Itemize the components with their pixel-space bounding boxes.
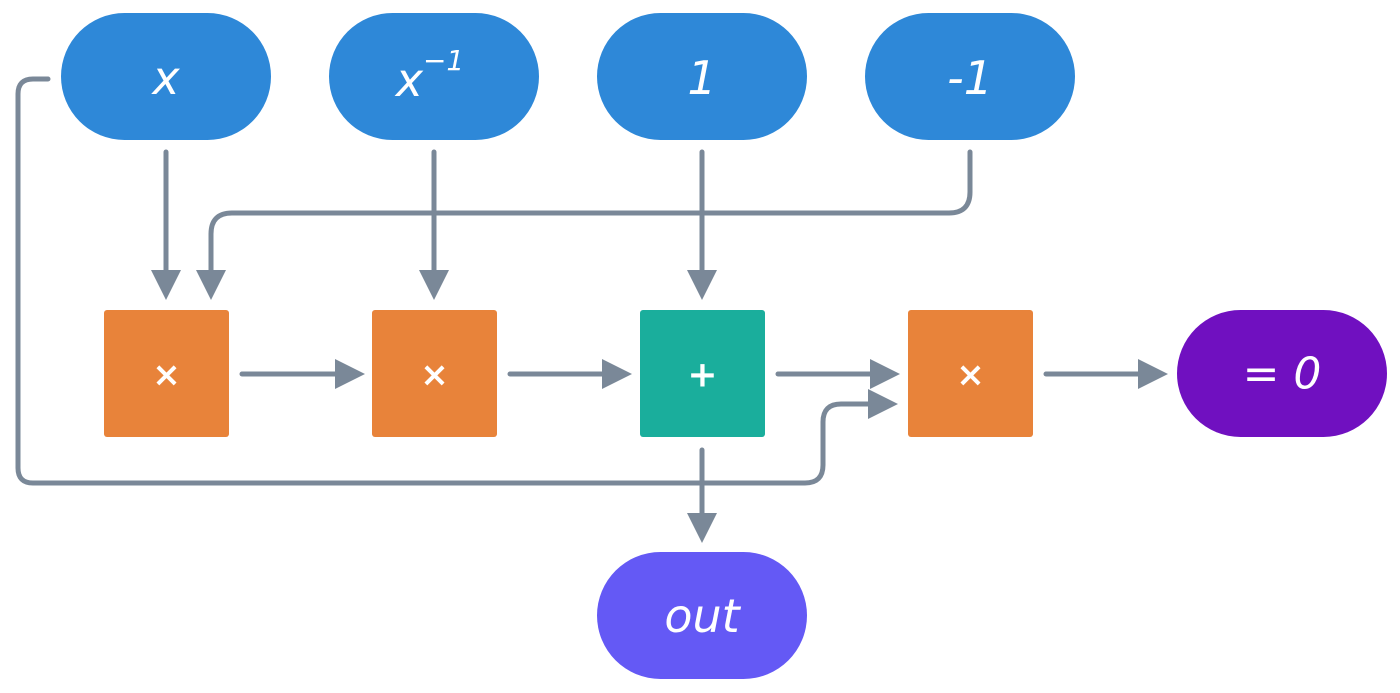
multiply-node-1: × bbox=[104, 310, 229, 437]
multiply-node-3-symbol: × bbox=[956, 355, 985, 395]
out-node-shape bbox=[597, 552, 807, 679]
edge-x-loop-to-mul3 bbox=[15, 76, 898, 486]
multiply-node-3: × bbox=[908, 310, 1033, 437]
input-node-negative-one-label: -1 bbox=[947, 51, 993, 105]
input-node-x-label: x bbox=[150, 51, 180, 105]
x-inverse-exponent: −1 bbox=[423, 44, 464, 77]
input-node-x-shape bbox=[61, 13, 271, 140]
multiply-node-3-shape bbox=[908, 310, 1033, 437]
equals-zero-node-label: = 0 bbox=[1243, 349, 1322, 400]
out-node: out bbox=[597, 552, 807, 679]
multiply-node-2-symbol: × bbox=[420, 355, 449, 395]
input-node-one: 1 bbox=[597, 13, 807, 140]
input-node-one-label: 1 bbox=[687, 51, 716, 105]
input-node-negative-one-shape bbox=[865, 13, 1075, 140]
add-node-symbol: + bbox=[687, 355, 717, 396]
add-node-shape bbox=[640, 310, 765, 437]
input-node-x: x bbox=[61, 13, 271, 140]
input-node-one-shape bbox=[597, 13, 807, 140]
out-node-label: out bbox=[664, 589, 741, 643]
multiply-node-2: × bbox=[372, 310, 497, 437]
multiply-node-1-symbol: × bbox=[152, 355, 181, 395]
edges bbox=[15, 76, 1168, 543]
input-node-negative-one: -1 bbox=[865, 13, 1075, 140]
input-node-x-inverse: x−1 bbox=[329, 13, 539, 140]
add-node: + bbox=[640, 310, 765, 437]
edge-negone-to-mul1 bbox=[196, 149, 973, 300]
input-node-x-inverse-label: x−1 bbox=[394, 44, 465, 108]
multiply-node-2-shape bbox=[372, 310, 497, 437]
equals-zero-node-shape bbox=[1177, 310, 1387, 437]
equals-zero-node: = 0 bbox=[1177, 310, 1387, 437]
input-node-x-inverse-shape bbox=[329, 13, 539, 140]
x-inverse-base: x bbox=[394, 53, 424, 107]
multiply-node-1-shape bbox=[104, 310, 229, 437]
